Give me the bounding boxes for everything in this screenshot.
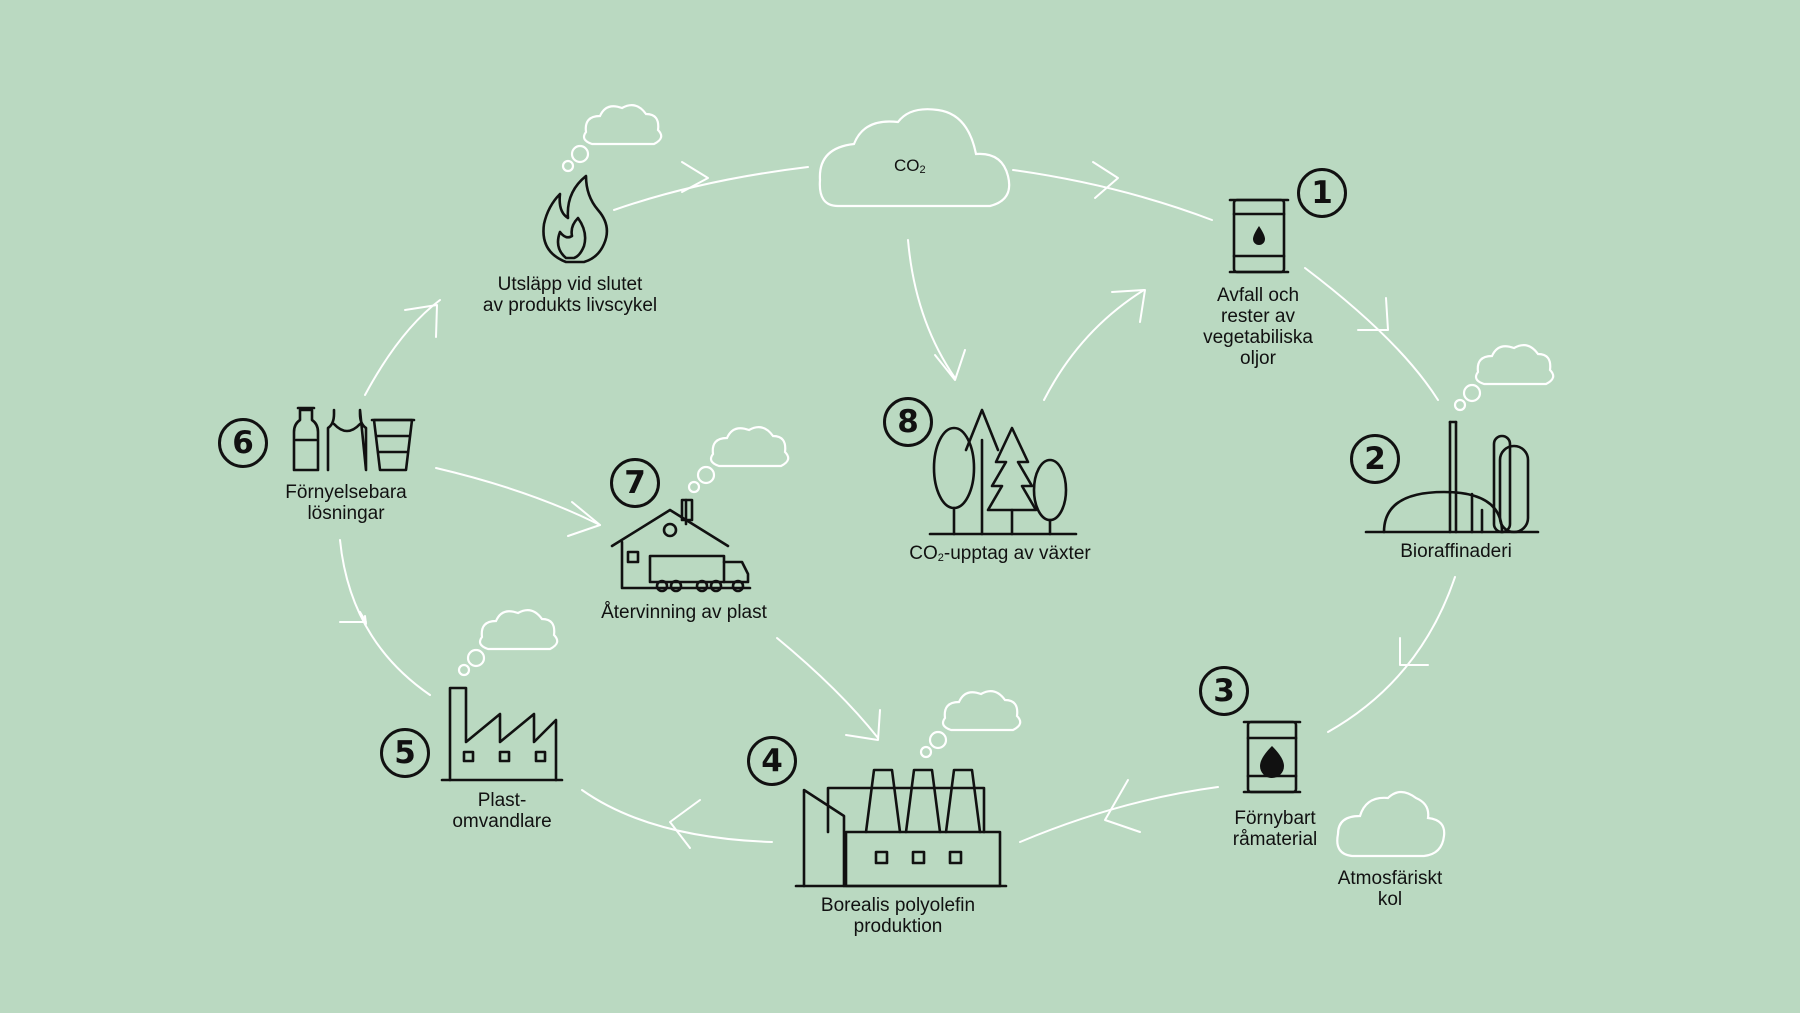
flow-co2-to-stage1 <box>1012 169 1213 221</box>
factory-icon <box>794 768 1008 888</box>
flow-lines <box>339 161 1456 849</box>
flow-stage7-to-stage4 <box>776 637 879 739</box>
stage-number-6: 6 <box>218 418 268 468</box>
converter-factory-icon <box>440 686 564 782</box>
stage-label-3: Förnybart råmaterial <box>1232 808 1318 850</box>
flow-stage6-to-emission <box>364 299 441 396</box>
flow-co2-to-plants <box>907 239 956 379</box>
flow-emission-to-co2 <box>613 166 809 211</box>
stage-number-5: 5 <box>380 728 430 778</box>
flow-stage6-to-stage7 <box>435 467 601 526</box>
flow-stage5-to-stage6 <box>339 539 431 696</box>
cup-icon <box>370 418 416 472</box>
barrel-icon <box>1228 198 1290 274</box>
stage-label-5: Plast- omvandlare <box>452 790 552 832</box>
bottle-icon <box>292 406 320 472</box>
stage-label-6: Förnyelsebara lösningar <box>285 482 407 524</box>
stage-number-1: 1 <box>1297 168 1347 218</box>
flow-stage2-to-stage3 <box>1327 576 1456 733</box>
stage-number-8: 8 <box>883 397 933 447</box>
flow-stage1-to-stage2 <box>1304 267 1439 401</box>
flow-stage4-to-stage5 <box>581 789 773 843</box>
stage-number-3: 3 <box>1199 666 1249 716</box>
atmospheric-cloud-icon <box>1336 790 1446 858</box>
stage-label-8: CO2-upptag av växter <box>909 543 1091 564</box>
inner-flow-lines <box>435 239 1146 741</box>
barrel-oil-icon <box>1242 720 1302 794</box>
stage-label-2: Bioraffinaderi <box>1400 541 1512 562</box>
co2-subscript: 2 <box>919 164 926 176</box>
stage-label-7: Återvinning av plast <box>601 602 767 623</box>
flow-plants-to-stage1 <box>1043 289 1145 401</box>
stage-number-4: 4 <box>747 736 797 786</box>
biorefinery-icon <box>1364 420 1540 534</box>
co2-cloud-label: CO2 <box>894 156 926 176</box>
stage-number-7: 7 <box>610 458 660 508</box>
emission-label: Utsläpp vid slutet av produkts livscykel <box>482 274 658 316</box>
co2-cloud-icon <box>818 108 1011 208</box>
smoke-clouds <box>457 103 1555 759</box>
stage-label-4: Borealis polyolefin produktion <box>820 895 976 937</box>
flow-stage3-to-stage4 <box>1019 786 1219 843</box>
trees-icon <box>928 408 1078 536</box>
atmospheric-carbon-label: Atmosfäriskt kol <box>1337 868 1443 910</box>
recycling-plant-icon <box>610 498 752 593</box>
bag-icon <box>326 408 368 472</box>
stage-number-2: 2 <box>1350 434 1400 484</box>
stage-label-1: Avfall och rester av vegetabiliska oljor <box>1203 285 1313 369</box>
flame-icon <box>542 174 609 264</box>
